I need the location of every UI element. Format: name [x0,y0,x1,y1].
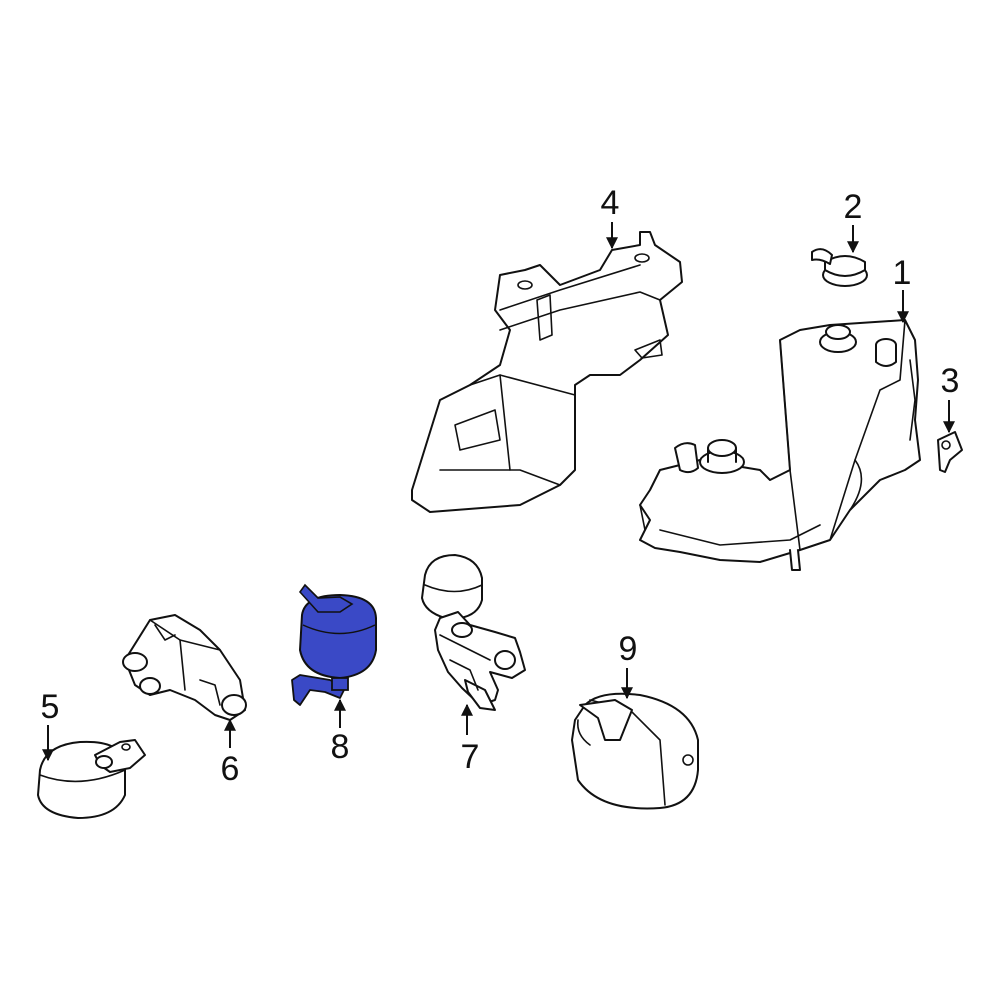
part-3-clip[interactable] [937,431,963,473]
callout-7-label: 7 [461,738,480,776]
callout-4-label: 4 [601,184,620,222]
part-1-reservoir[interactable] [639,319,921,571]
part-2-cap[interactable] [811,248,868,287]
callout-3-label: 3 [941,362,960,400]
part-8-accumulator[interactable] [291,583,377,706]
part-6-valve-block[interactable] [122,614,247,721]
part-7-pump[interactable] [421,554,526,711]
callout-6-label: 6 [221,750,240,788]
part-9-canister[interactable] [571,692,699,810]
callout-1-label: 1 [893,254,912,292]
callout-8-label: 8 [331,728,350,766]
callout-5-label: 5 [41,688,60,726]
part-4-bracket[interactable] [411,231,683,513]
callout-2-label: 2 [844,188,863,226]
callout-9-label: 9 [619,630,638,668]
part-5-mount[interactable] [37,739,146,819]
